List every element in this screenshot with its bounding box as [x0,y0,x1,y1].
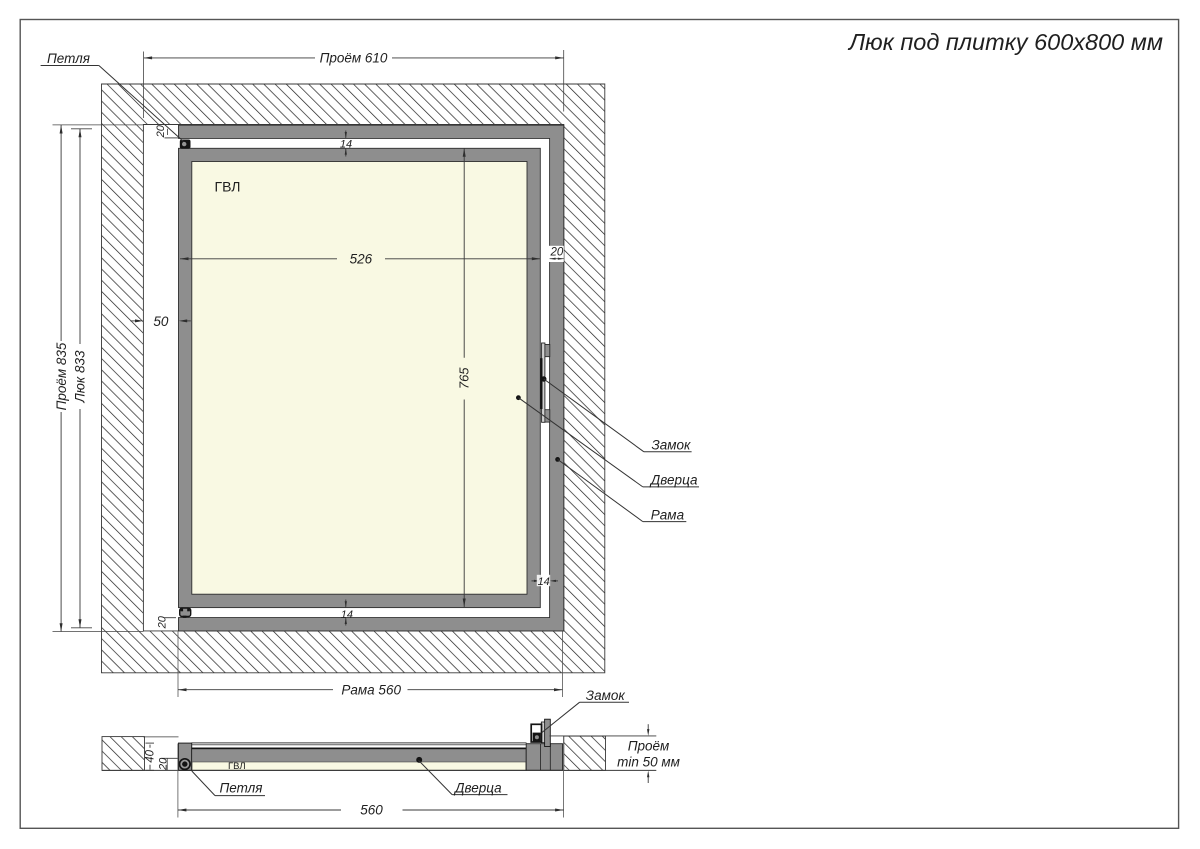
svg-text:Рама 560: Рама 560 [341,682,401,697]
svg-text:20: 20 [158,757,170,771]
svg-text:Проём 610: Проём 610 [320,50,388,65]
svg-text:ГВЛ: ГВЛ [215,179,241,195]
svg-text:20: 20 [155,124,167,138]
svg-text:14: 14 [538,576,550,588]
svg-text:20: 20 [550,247,564,259]
svg-text:560: 560 [360,803,383,818]
svg-text:Проём: Проём [628,738,670,753]
svg-text:Люк под плитку 600х800 мм: Люк под плитку 600х800 мм [847,29,1163,55]
svg-text:Люк 833: Люк 833 [73,350,88,404]
svg-text:765: 765 [457,367,472,389]
svg-text:ГВЛ: ГВЛ [228,761,246,772]
svg-text:Замок: Замок [586,688,626,703]
svg-text:Проём 835: Проём 835 [54,342,69,410]
svg-text:526: 526 [350,251,373,266]
svg-text:20: 20 [156,615,168,629]
svg-text:min 50 мм: min 50 мм [617,755,680,770]
svg-text:Дверца: Дверца [453,780,502,795]
svg-text:14: 14 [341,609,353,621]
svg-text:Петля: Петля [220,780,263,795]
svg-text:Петля: Петля [47,51,90,66]
svg-text:Рама: Рама [651,507,685,522]
svg-text:Дверца: Дверца [649,473,698,488]
svg-text:50: 50 [153,314,169,329]
svg-text:Замок: Замок [652,438,692,453]
svg-text:14: 14 [340,138,352,150]
svg-text:40: 40 [145,749,157,762]
